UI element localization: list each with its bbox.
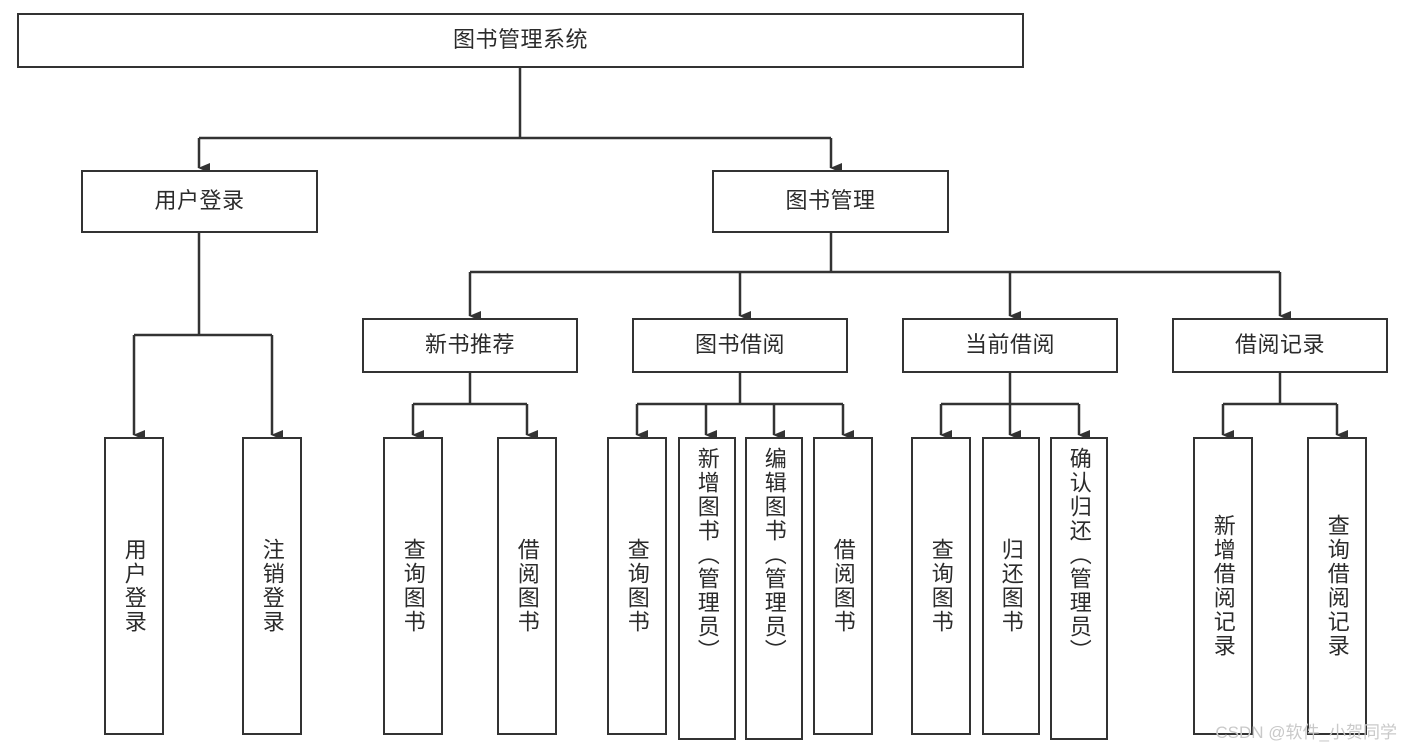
node-root-book-management-system[interactable]: 图书管理系统 [17, 13, 1024, 68]
node-label: 当前借阅 [964, 332, 1055, 358]
node-label: 新增图书（管理员） [694, 447, 720, 663]
node-new-book-recommend[interactable]: 新书推荐 [362, 318, 578, 373]
leaf-borrow-edit-book-admin[interactable]: 编辑图书（管理员） [745, 437, 803, 740]
leaf-new-book-query[interactable]: 查询图书 [383, 437, 443, 735]
node-label: 借阅图书 [830, 538, 856, 634]
node-label: 注销登录 [259, 538, 285, 634]
leaf-user-login-logout[interactable]: 注销登录 [242, 437, 302, 735]
node-label: 查询图书 [624, 538, 650, 634]
node-label: 确认归还（管理员） [1066, 447, 1092, 663]
leaf-borrow-add-book-admin[interactable]: 新增图书（管理员） [678, 437, 736, 740]
node-label: 借阅记录 [1234, 332, 1325, 358]
node-label: 用户登录 [154, 188, 245, 214]
node-label: 新书推荐 [424, 332, 515, 358]
node-label: 查询图书 [400, 538, 426, 634]
node-label: 编辑图书（管理员） [761, 447, 787, 663]
leaf-current-query-book[interactable]: 查询图书 [911, 437, 971, 735]
node-label: 新增借阅记录 [1210, 514, 1236, 658]
leaf-record-query-record[interactable]: 查询借阅记录 [1307, 437, 1367, 735]
csdn-watermark: CSDN @软件_小贺同学 [1215, 723, 1397, 742]
leaf-current-confirm-return-admin[interactable]: 确认归还（管理员） [1050, 437, 1108, 740]
node-label: 查询图书 [928, 538, 954, 634]
node-borrow-record[interactable]: 借阅记录 [1172, 318, 1388, 373]
node-label: 查询借阅记录 [1324, 514, 1350, 658]
node-label: 借阅图书 [514, 538, 540, 634]
leaf-new-book-borrow[interactable]: 借阅图书 [497, 437, 557, 735]
leaf-borrow-query-book[interactable]: 查询图书 [607, 437, 667, 735]
node-label: 图书管理 [785, 188, 876, 214]
node-user-login[interactable]: 用户登录 [81, 170, 318, 233]
node-current-borrow[interactable]: 当前借阅 [902, 318, 1118, 373]
leaf-record-add-record[interactable]: 新增借阅记录 [1193, 437, 1253, 735]
node-label: 图书借阅 [694, 332, 785, 358]
leaf-current-return-book[interactable]: 归还图书 [982, 437, 1040, 735]
node-label: 归还图书 [998, 538, 1024, 634]
leaf-borrow-borrow-book[interactable]: 借阅图书 [813, 437, 873, 735]
node-label: 图书管理系统 [452, 27, 588, 53]
node-book-borrow[interactable]: 图书借阅 [632, 318, 848, 373]
node-book-management[interactable]: 图书管理 [712, 170, 949, 233]
node-label: 用户登录 [121, 538, 147, 634]
leaf-user-login-login[interactable]: 用户登录 [104, 437, 164, 735]
